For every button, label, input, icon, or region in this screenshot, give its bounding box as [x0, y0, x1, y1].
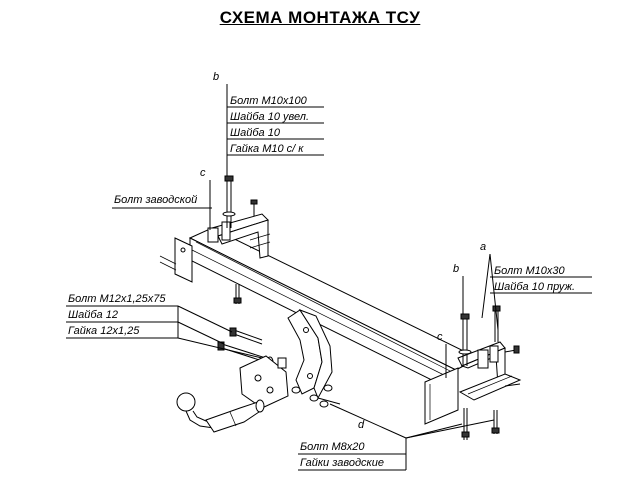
- letter-b-right: b: [453, 263, 459, 275]
- bolt-m10-vertical-right: [458, 313, 472, 366]
- right-small-bolts: [461, 305, 521, 440]
- tow-ball: [176, 392, 265, 433]
- crossbar-beam: [188, 227, 480, 393]
- letter-a-right: a: [480, 241, 486, 253]
- right-bracket: [424, 341, 522, 425]
- left-end-plate: [159, 237, 193, 283]
- label-left-bolts-1: Шайба 12: [68, 309, 118, 321]
- label-d-bottom-0: Болт М8х20: [300, 441, 365, 453]
- callout-d-bottom: d Болт М8х20 Гайки заводские: [298, 403, 495, 471]
- label-a-right-0: Болт М10х30: [494, 265, 565, 277]
- callout-b-right: b: [453, 263, 464, 314]
- callout-c-left: c Болт заводской: [112, 167, 212, 230]
- callout-b-top: b Болт М10х100 Шайба 10 увел. Шайба 10 Г…: [213, 71, 324, 176]
- ball-mount-plate: [239, 355, 289, 409]
- left-bracket: [207, 213, 271, 259]
- bracket-nuts: [291, 384, 341, 408]
- callout-a-right: a Болт М10х30 Шайба 10 пруж.: [480, 241, 592, 331]
- letter-d-bottom: d: [358, 419, 365, 431]
- page-title: СХЕМА МОНТАЖА ТСУ: [219, 8, 421, 27]
- label-b-top-0: Болт М10х100: [230, 95, 308, 107]
- bolt-m10-vertical-left: [222, 175, 236, 228]
- letter-c-right: c: [437, 331, 443, 343]
- label-b-top-1: Шайба 10 увел.: [230, 111, 309, 123]
- letter-c-left: c: [200, 167, 206, 179]
- label-c-left-0: Болт заводской: [114, 194, 197, 206]
- label-left-bolts-2: Гайка 12х1,25: [68, 325, 140, 337]
- label-a-right-1: Шайба 10 пруж.: [494, 281, 575, 293]
- label-b-top-3: Гайка М10 с/ к: [230, 143, 304, 155]
- label-b-top-2: Шайба 10: [230, 127, 281, 139]
- label-left-bolts-0: Болт М12х1,25х75: [68, 293, 166, 305]
- letter-b-top: b: [213, 71, 219, 83]
- callout-left-bolts: Болт М12х1,25х75 Шайба 12 Гайка 12х1,25: [66, 293, 263, 359]
- callout-c-right: c: [437, 331, 447, 378]
- left-lower-bolts: [233, 199, 258, 304]
- label-d-bottom-1: Гайки заводские: [300, 457, 384, 469]
